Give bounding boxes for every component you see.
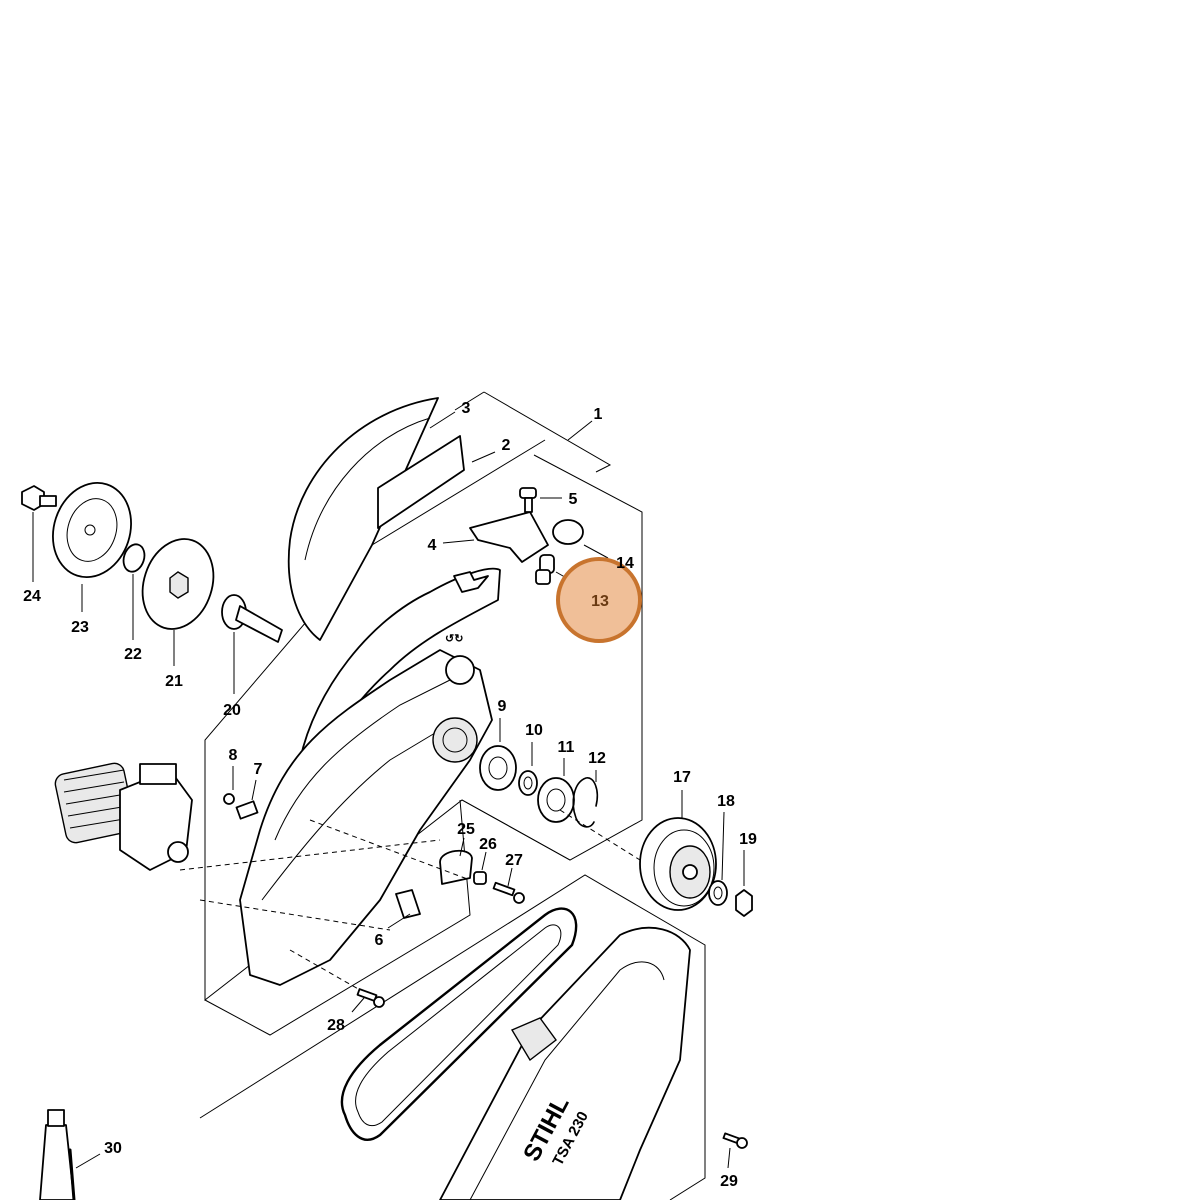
label-part-13[interactable]: 13 bbox=[591, 593, 609, 610]
bolt-part-24 bbox=[21, 485, 57, 511]
label-part-23[interactable]: 23 bbox=[71, 619, 89, 636]
highlight-circle-part-13[interactable] bbox=[556, 557, 642, 643]
svg-text:↺↻: ↺↻ bbox=[445, 633, 463, 645]
label-part-28[interactable]: 28 bbox=[327, 1017, 345, 1034]
belt-cover: STIHL TSA 230 bbox=[439, 926, 691, 1200]
label-part-29[interactable]: 29 bbox=[720, 1173, 738, 1190]
guard-clip-part-4 bbox=[469, 511, 549, 563]
screw-part-27 bbox=[492, 881, 525, 904]
label-part-14[interactable]: 14 bbox=[616, 555, 634, 572]
label-part-2[interactable]: 2 bbox=[502, 437, 511, 454]
clamp-part-25 bbox=[439, 849, 473, 885]
cap-part-14 bbox=[552, 519, 584, 545]
bearing-part-11 bbox=[537, 777, 575, 823]
plate-part-2 bbox=[377, 435, 465, 529]
part-6 bbox=[395, 889, 421, 919]
label-part-10[interactable]: 10 bbox=[525, 722, 543, 739]
motor bbox=[54, 762, 193, 871]
label-part-20[interactable]: 20 bbox=[223, 702, 241, 719]
label-part-18[interactable]: 18 bbox=[717, 793, 735, 810]
circlip-part-12 bbox=[572, 777, 599, 828]
screw-part-5 bbox=[519, 487, 537, 513]
spindle-part-20 bbox=[221, 594, 283, 643]
assembly-dashed-lines bbox=[179, 809, 641, 991]
label-part-6[interactable]: 6 bbox=[375, 932, 384, 949]
plug-part-13 bbox=[535, 554, 555, 585]
label-part-27[interactable]: 27 bbox=[505, 852, 523, 869]
label-part-8[interactable]: 8 bbox=[229, 747, 238, 764]
label-part-11[interactable]: 11 bbox=[558, 739, 575, 756]
label-part-19[interactable]: 19 bbox=[739, 831, 757, 848]
label-part-4[interactable]: 4 bbox=[428, 537, 437, 554]
label-part-30[interactable]: 30 bbox=[104, 1140, 122, 1157]
drive-belt bbox=[340, 907, 578, 1141]
nut-part-19 bbox=[735, 889, 753, 917]
screw-part-29 bbox=[722, 1132, 748, 1149]
label-part-7[interactable]: 7 bbox=[254, 761, 263, 778]
label-part-26[interactable]: 26 bbox=[479, 836, 497, 853]
pulley-part-17 bbox=[639, 817, 717, 911]
ring-part-10 bbox=[518, 770, 538, 796]
sleeve-part-26 bbox=[473, 871, 487, 885]
label-part-24[interactable]: 24 bbox=[23, 588, 41, 605]
washer-part-18 bbox=[708, 880, 728, 906]
part-8 bbox=[223, 793, 235, 805]
label-part-5[interactable]: 5 bbox=[569, 491, 578, 508]
bearing-part-9 bbox=[479, 745, 517, 791]
gear-housing: ↺↻ bbox=[239, 567, 501, 986]
label-part-12[interactable]: 12 bbox=[588, 750, 606, 767]
part-labels: 1 2 3 4 5 6 7 8 9 10 11 12 13 14 17 18 1… bbox=[23, 400, 757, 1190]
tool-part-30 bbox=[39, 1109, 76, 1200]
blade-guard-part-3 bbox=[287, 397, 439, 641]
label-part-1[interactable]: 1 bbox=[594, 406, 603, 423]
leader-lines bbox=[32, 411, 745, 1169]
inner-flange-part-21 bbox=[141, 538, 215, 630]
screw-part-28 bbox=[356, 988, 385, 1008]
washer-part-22 bbox=[122, 543, 146, 573]
label-part-17[interactable]: 17 bbox=[673, 769, 691, 786]
label-part-3[interactable]: 3 bbox=[462, 400, 471, 417]
label-part-9[interactable]: 9 bbox=[498, 698, 507, 715]
outer-flange-part-23 bbox=[52, 481, 132, 579]
part-7 bbox=[235, 800, 259, 820]
label-part-25[interactable]: 25 bbox=[457, 821, 475, 838]
label-part-22[interactable]: 22 bbox=[124, 646, 142, 663]
label-part-21[interactable]: 21 bbox=[165, 673, 183, 690]
